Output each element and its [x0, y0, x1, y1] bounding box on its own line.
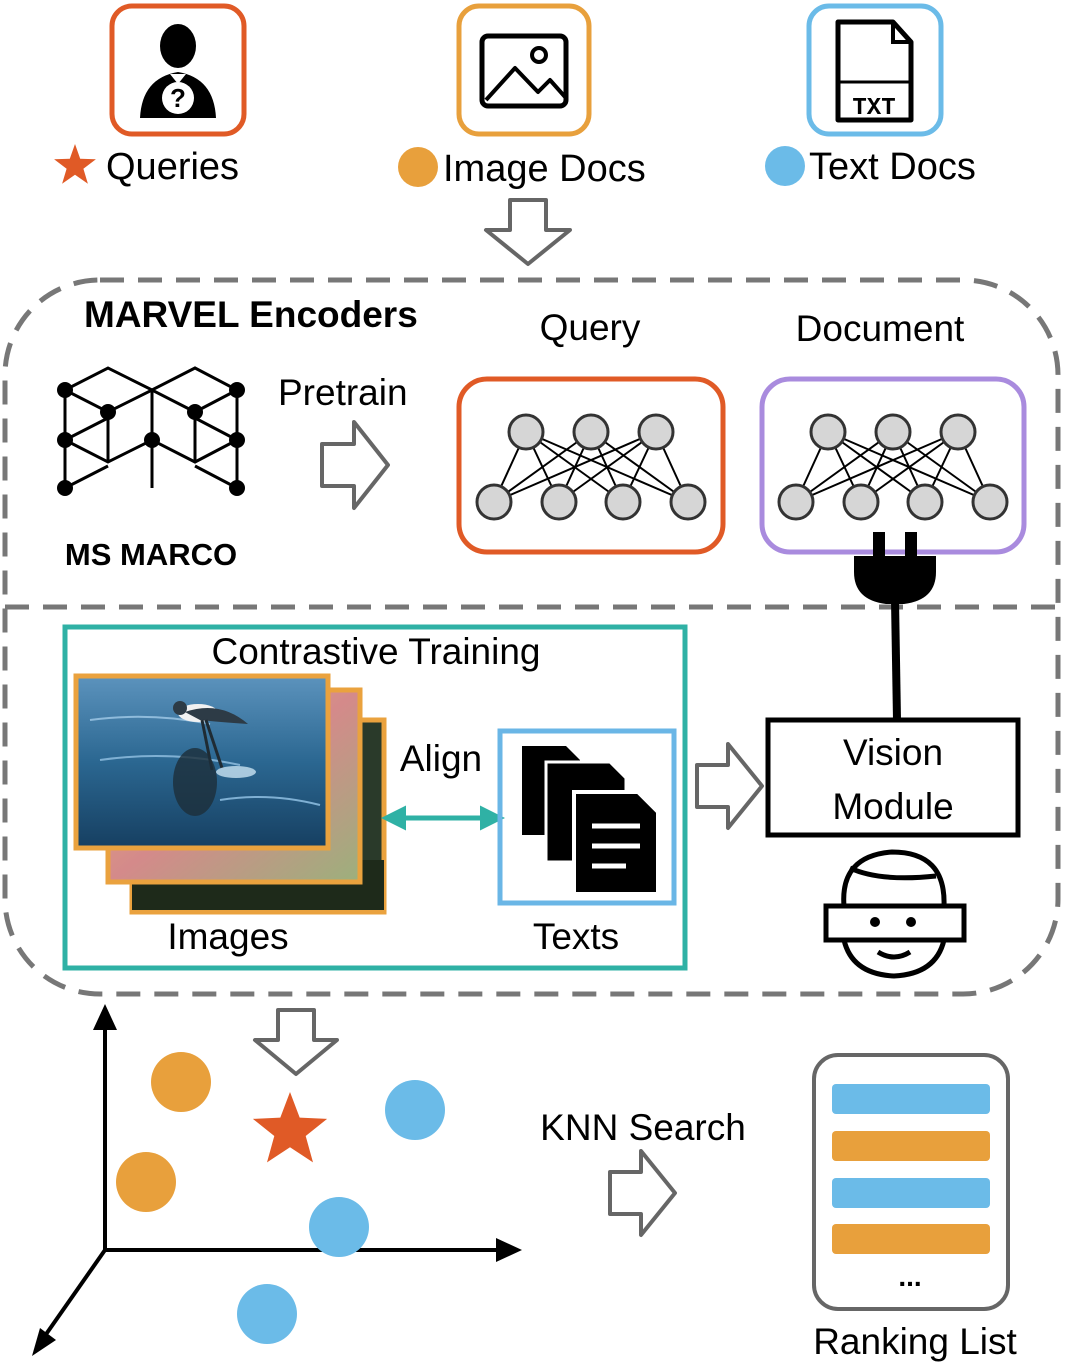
net-node: [572, 413, 610, 451]
text-docs-icon-box: TXT: [806, 3, 944, 137]
knn-arrow-icon: [608, 1149, 677, 1237]
image-stack: [73, 673, 387, 915]
ranking-item-text: [832, 1178, 990, 1208]
ranking-item-image: [832, 1224, 990, 1254]
net-node: [637, 413, 675, 451]
to-vision-arrow-icon: [695, 742, 764, 830]
align-label: Align: [400, 738, 482, 779]
document-neural-net-icon: [777, 413, 1009, 521]
ranking-item-image: [832, 1131, 990, 1161]
image-doc-dot-icon: [398, 147, 438, 187]
net-node: [971, 483, 1009, 521]
ms-marco-logo: [57, 366, 245, 496]
ms-marco-label: MS MARCO: [65, 537, 237, 572]
down-arrow-2-icon: [253, 1008, 339, 1076]
net-node: [809, 413, 847, 451]
down-arrow-icon: [484, 198, 572, 266]
legend-queries: Queries: [106, 146, 239, 188]
net-edge: [558, 431, 657, 503]
legend-text-docs: Text Docs: [809, 146, 976, 188]
texts-label: Texts: [533, 916, 619, 957]
documents-icon: [522, 746, 660, 896]
net-node: [777, 483, 815, 521]
vision-module-box: [765, 717, 1021, 838]
net-edge: [795, 431, 959, 503]
query-neural-net-icon: [475, 413, 707, 521]
bird-photo: [89, 701, 321, 816]
net-edge: [860, 431, 959, 503]
document-encoder: [759, 376, 1027, 555]
contrastive-training-box: [62, 624, 688, 971]
net-node: [906, 483, 944, 521]
person-question-icon: ?: [140, 24, 216, 118]
text-doc-point: [385, 1080, 445, 1140]
net-edge: [493, 431, 657, 503]
svg-text:TXT: TXT: [852, 95, 895, 122]
txt-file-icon: TXT: [835, 19, 914, 123]
net-edge: [493, 431, 592, 503]
image-doc-point: [151, 1052, 211, 1112]
text-doc-dot-icon: [765, 146, 805, 186]
ranking-list-label: Ranking List: [813, 1321, 1017, 1362]
pretrain-label: Pretrain: [278, 372, 408, 413]
knn-search-label: KNN Search: [540, 1107, 746, 1148]
vision-module-line1: Vision: [843, 732, 943, 773]
vision-module-line2: Module: [832, 786, 953, 827]
encoder-region-dashed: [2, 277, 1061, 997]
contrastive-training-title: Contrastive Training: [211, 631, 540, 672]
vr-headset-face-icon: [823, 849, 967, 979]
image-docs-icon-box: [456, 3, 592, 137]
net-node: [507, 413, 545, 451]
ranking-ellipsis: ...: [898, 1261, 921, 1292]
image-doc-point: [116, 1152, 176, 1212]
net-node: [604, 483, 642, 521]
ranking-list: ...: [812, 1053, 1010, 1311]
query-encoder: [456, 376, 726, 555]
net-node: [540, 483, 578, 521]
text-doc-point: [237, 1284, 297, 1344]
legend-image-docs: Image Docs: [443, 148, 646, 190]
net-node: [874, 413, 912, 451]
net-node: [842, 483, 880, 521]
query-star-icon: [54, 144, 96, 184]
marvel-encoders-title: MARVEL Encoders: [84, 294, 418, 335]
texts-box: [497, 728, 677, 906]
image-icon: [479, 33, 569, 109]
net-node: [939, 413, 977, 451]
embedding-points: [116, 1052, 445, 1344]
images-label: Images: [167, 916, 288, 957]
embedding-axes: [32, 1004, 522, 1356]
query-point-star-icon: [252, 1092, 328, 1163]
ranking-item-text: [832, 1084, 990, 1114]
text-doc-point: [309, 1197, 369, 1257]
net-edge: [795, 431, 894, 503]
document-encoder-label: Document: [796, 308, 965, 349]
query-encoder-label: Query: [540, 307, 641, 348]
plug-icon: [854, 532, 936, 721]
svg-text:?: ?: [170, 83, 186, 113]
net-node: [669, 483, 707, 521]
queries-icon-box: ?: [109, 3, 247, 137]
net-node: [475, 483, 513, 521]
pretrain-arrow-icon: [320, 420, 390, 510]
